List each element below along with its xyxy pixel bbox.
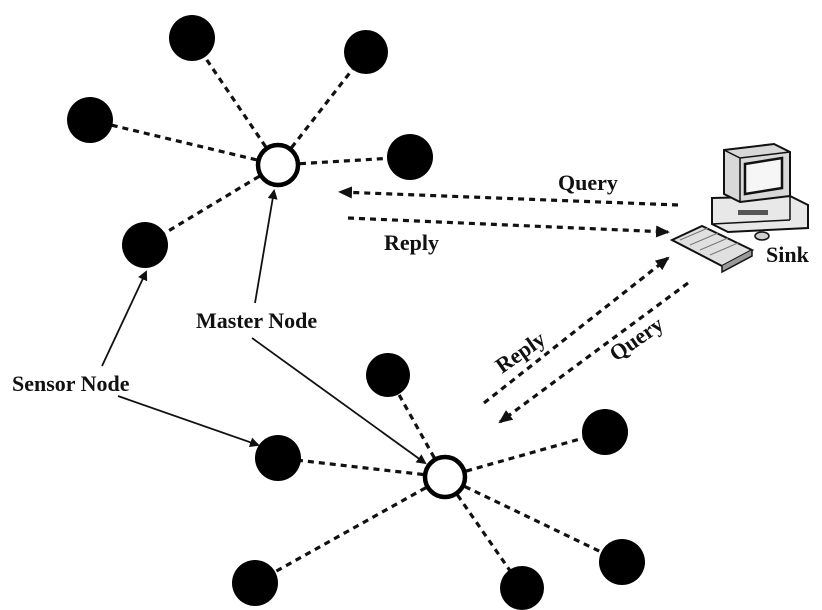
- sink-label: Sink: [766, 242, 810, 267]
- reply-arrow-top: [347, 216, 670, 238]
- sensor-node: [169, 15, 215, 61]
- sensor-node: [599, 539, 645, 585]
- query-label-top: Query: [558, 170, 618, 195]
- reply-label-top: Reply: [384, 230, 439, 255]
- query-arrow-top: [338, 186, 679, 207]
- sensor-node: [255, 435, 301, 481]
- query-arrow-diagonal: [498, 281, 689, 424]
- sensor-node: [344, 30, 388, 74]
- sensor-node-label: Sensor Node: [12, 371, 130, 396]
- master-node: [255, 142, 301, 188]
- reply-label-diagonal: Reply: [491, 326, 550, 378]
- sensor-node: [67, 97, 113, 143]
- sensor-node: [232, 560, 278, 606]
- query-label-diagonal: Query: [605, 311, 668, 366]
- sensor-node: [122, 222, 168, 268]
- desktop-computer-icon: [669, 142, 809, 274]
- sensor-node: [387, 134, 433, 180]
- sensor-node-pointer-1: [101, 270, 148, 367]
- master-node: [422, 454, 468, 500]
- master-node-label: Master Node: [196, 308, 317, 333]
- master-node-pointer-1: [254, 189, 278, 304]
- sensor-node: [500, 566, 544, 610]
- master-node-pointer-2: [251, 337, 427, 465]
- sensor-node-pointer-2: [117, 395, 260, 448]
- cluster-2-links: [254, 374, 623, 589]
- sensor-node: [582, 409, 628, 455]
- sensor-node: [366, 353, 410, 397]
